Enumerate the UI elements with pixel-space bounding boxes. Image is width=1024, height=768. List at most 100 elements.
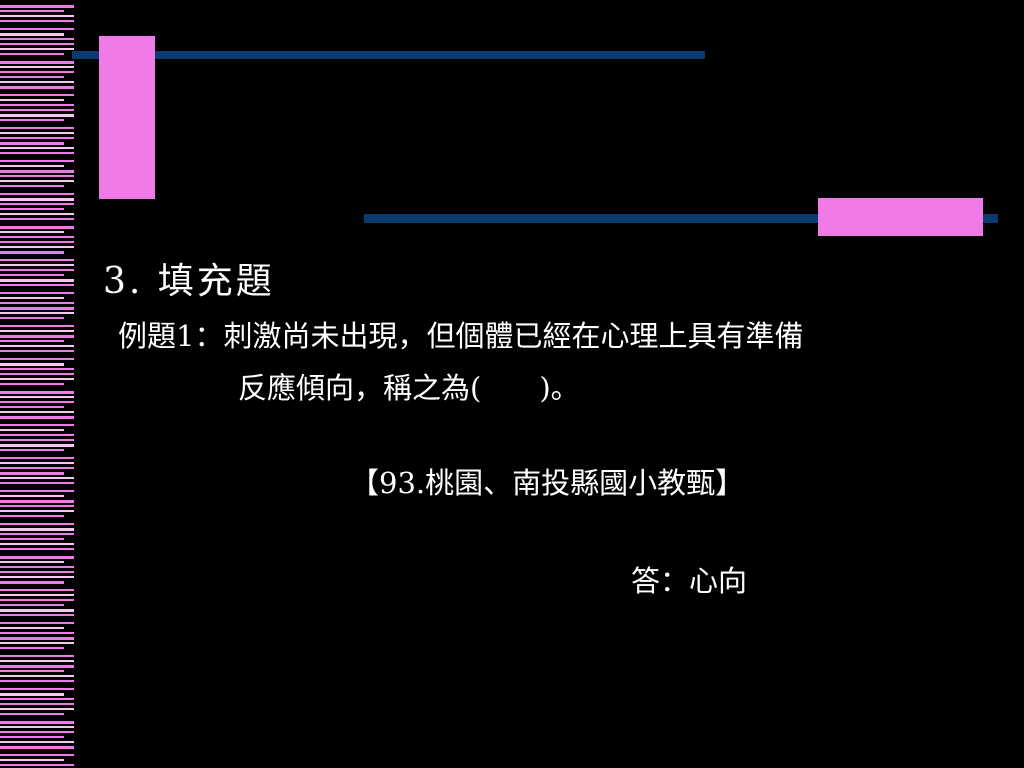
stripe-line bbox=[0, 703, 74, 705]
stripe-line bbox=[0, 43, 74, 45]
stripe-line bbox=[0, 317, 64, 319]
stripe-line bbox=[0, 759, 64, 761]
stripe-line bbox=[0, 119, 64, 121]
stripe-line bbox=[0, 528, 74, 531]
stripe-line bbox=[0, 264, 74, 266]
stripe-line bbox=[0, 561, 64, 563]
stripe-line bbox=[0, 655, 74, 657]
stripe-pattern bbox=[0, 5, 74, 766]
stripe-line bbox=[0, 81, 74, 83]
stripe-line bbox=[0, 363, 64, 366]
stripe-line bbox=[0, 449, 64, 451]
stripe-line bbox=[0, 622, 74, 624]
stripe-line bbox=[0, 147, 74, 149]
stripe-line bbox=[0, 368, 74, 370]
question-text-line-1: 例題1：刺激尚未出現，但個體已經在心理上具有準備 bbox=[118, 319, 804, 353]
stripe-line bbox=[0, 599, 74, 601]
stripe-line bbox=[0, 330, 74, 332]
stripe-line bbox=[0, 340, 64, 342]
stripe-line bbox=[0, 660, 74, 662]
stripe-line bbox=[0, 231, 64, 233]
stripe-line bbox=[0, 472, 64, 475]
stripe-line bbox=[0, 566, 74, 568]
stripe-line bbox=[0, 670, 64, 672]
stripe-line bbox=[0, 312, 74, 314]
stripe-line bbox=[0, 594, 74, 596]
stripe-line bbox=[0, 76, 64, 78]
decorative-stripe-bar bbox=[0, 0, 74, 768]
stripe-line bbox=[0, 500, 74, 503]
stripe-line bbox=[0, 61, 74, 64]
stripe-line bbox=[0, 137, 74, 139]
stripe-line bbox=[0, 175, 74, 177]
stripe-line bbox=[0, 10, 64, 12]
stripe-line bbox=[0, 160, 74, 162]
stripe-line bbox=[0, 538, 64, 540]
stripe-line bbox=[0, 350, 74, 352]
stripe-line bbox=[0, 284, 74, 286]
stripe-line bbox=[0, 373, 74, 375]
stripe-line bbox=[0, 292, 74, 294]
stripe-line bbox=[0, 675, 74, 677]
stripe-line bbox=[0, 434, 74, 436]
stripe-line bbox=[0, 213, 74, 215]
stripe-line bbox=[0, 439, 74, 441]
stripe-line bbox=[0, 627, 64, 629]
stripe-line bbox=[0, 259, 74, 261]
stripe-line bbox=[0, 429, 64, 431]
stripe-line bbox=[0, 391, 74, 394]
exam-source: 【93.桃園、南投縣國小教甄】 bbox=[350, 466, 745, 500]
stripe-line bbox=[0, 185, 64, 187]
stripe-line bbox=[0, 226, 74, 229]
stripe-line bbox=[0, 218, 74, 220]
stripe-line bbox=[0, 556, 74, 559]
stripe-line bbox=[0, 406, 64, 408]
stripe-line bbox=[0, 236, 74, 238]
stripe-line bbox=[0, 490, 74, 492]
stripe-line bbox=[0, 708, 74, 710]
decorative-navy-line-top bbox=[72, 51, 705, 59]
stripe-line bbox=[0, 279, 74, 282]
stripe-line bbox=[0, 731, 74, 733]
stripe-line bbox=[0, 208, 64, 210]
question-text-line-2: 反應傾向，稱之為( )。 bbox=[238, 371, 580, 405]
stripe-line bbox=[0, 109, 74, 111]
stripe-line bbox=[0, 28, 74, 30]
stripe-line bbox=[0, 515, 64, 517]
stripe-line bbox=[0, 33, 64, 36]
stripe-line bbox=[0, 523, 74, 525]
stripe-line bbox=[0, 482, 74, 484]
stripe-line bbox=[0, 505, 74, 507]
stripe-line bbox=[0, 20, 74, 22]
answer-text: 答：心向 bbox=[631, 564, 748, 598]
stripe-line bbox=[0, 589, 74, 591]
stripe-line bbox=[0, 614, 74, 616]
stripe-line bbox=[0, 180, 74, 182]
stripe-line bbox=[0, 241, 74, 243]
stripe-line bbox=[0, 142, 64, 145]
stripe-line bbox=[0, 401, 74, 403]
stripe-line bbox=[0, 274, 64, 276]
stripe-line bbox=[0, 104, 74, 106]
stripe-line bbox=[0, 688, 74, 690]
stripe-line bbox=[0, 383, 64, 385]
stripe-line bbox=[0, 246, 74, 248]
stripe-line bbox=[0, 99, 64, 101]
stripe-line bbox=[0, 571, 74, 573]
stripe-line bbox=[0, 114, 74, 117]
stripe-line bbox=[0, 325, 74, 327]
stripe-line bbox=[0, 647, 64, 649]
stripe-line bbox=[0, 335, 74, 338]
stripe-line bbox=[0, 269, 74, 271]
stripe-line bbox=[0, 444, 74, 447]
stripe-line bbox=[0, 736, 64, 738]
stripe-line bbox=[0, 576, 74, 578]
stripe-line bbox=[0, 543, 74, 545]
stripe-line bbox=[0, 5, 74, 8]
stripe-line bbox=[0, 548, 74, 550]
stripe-line bbox=[0, 632, 74, 634]
stripe-line bbox=[0, 345, 74, 347]
stripe-line bbox=[0, 510, 74, 512]
stripe-line bbox=[0, 297, 64, 299]
